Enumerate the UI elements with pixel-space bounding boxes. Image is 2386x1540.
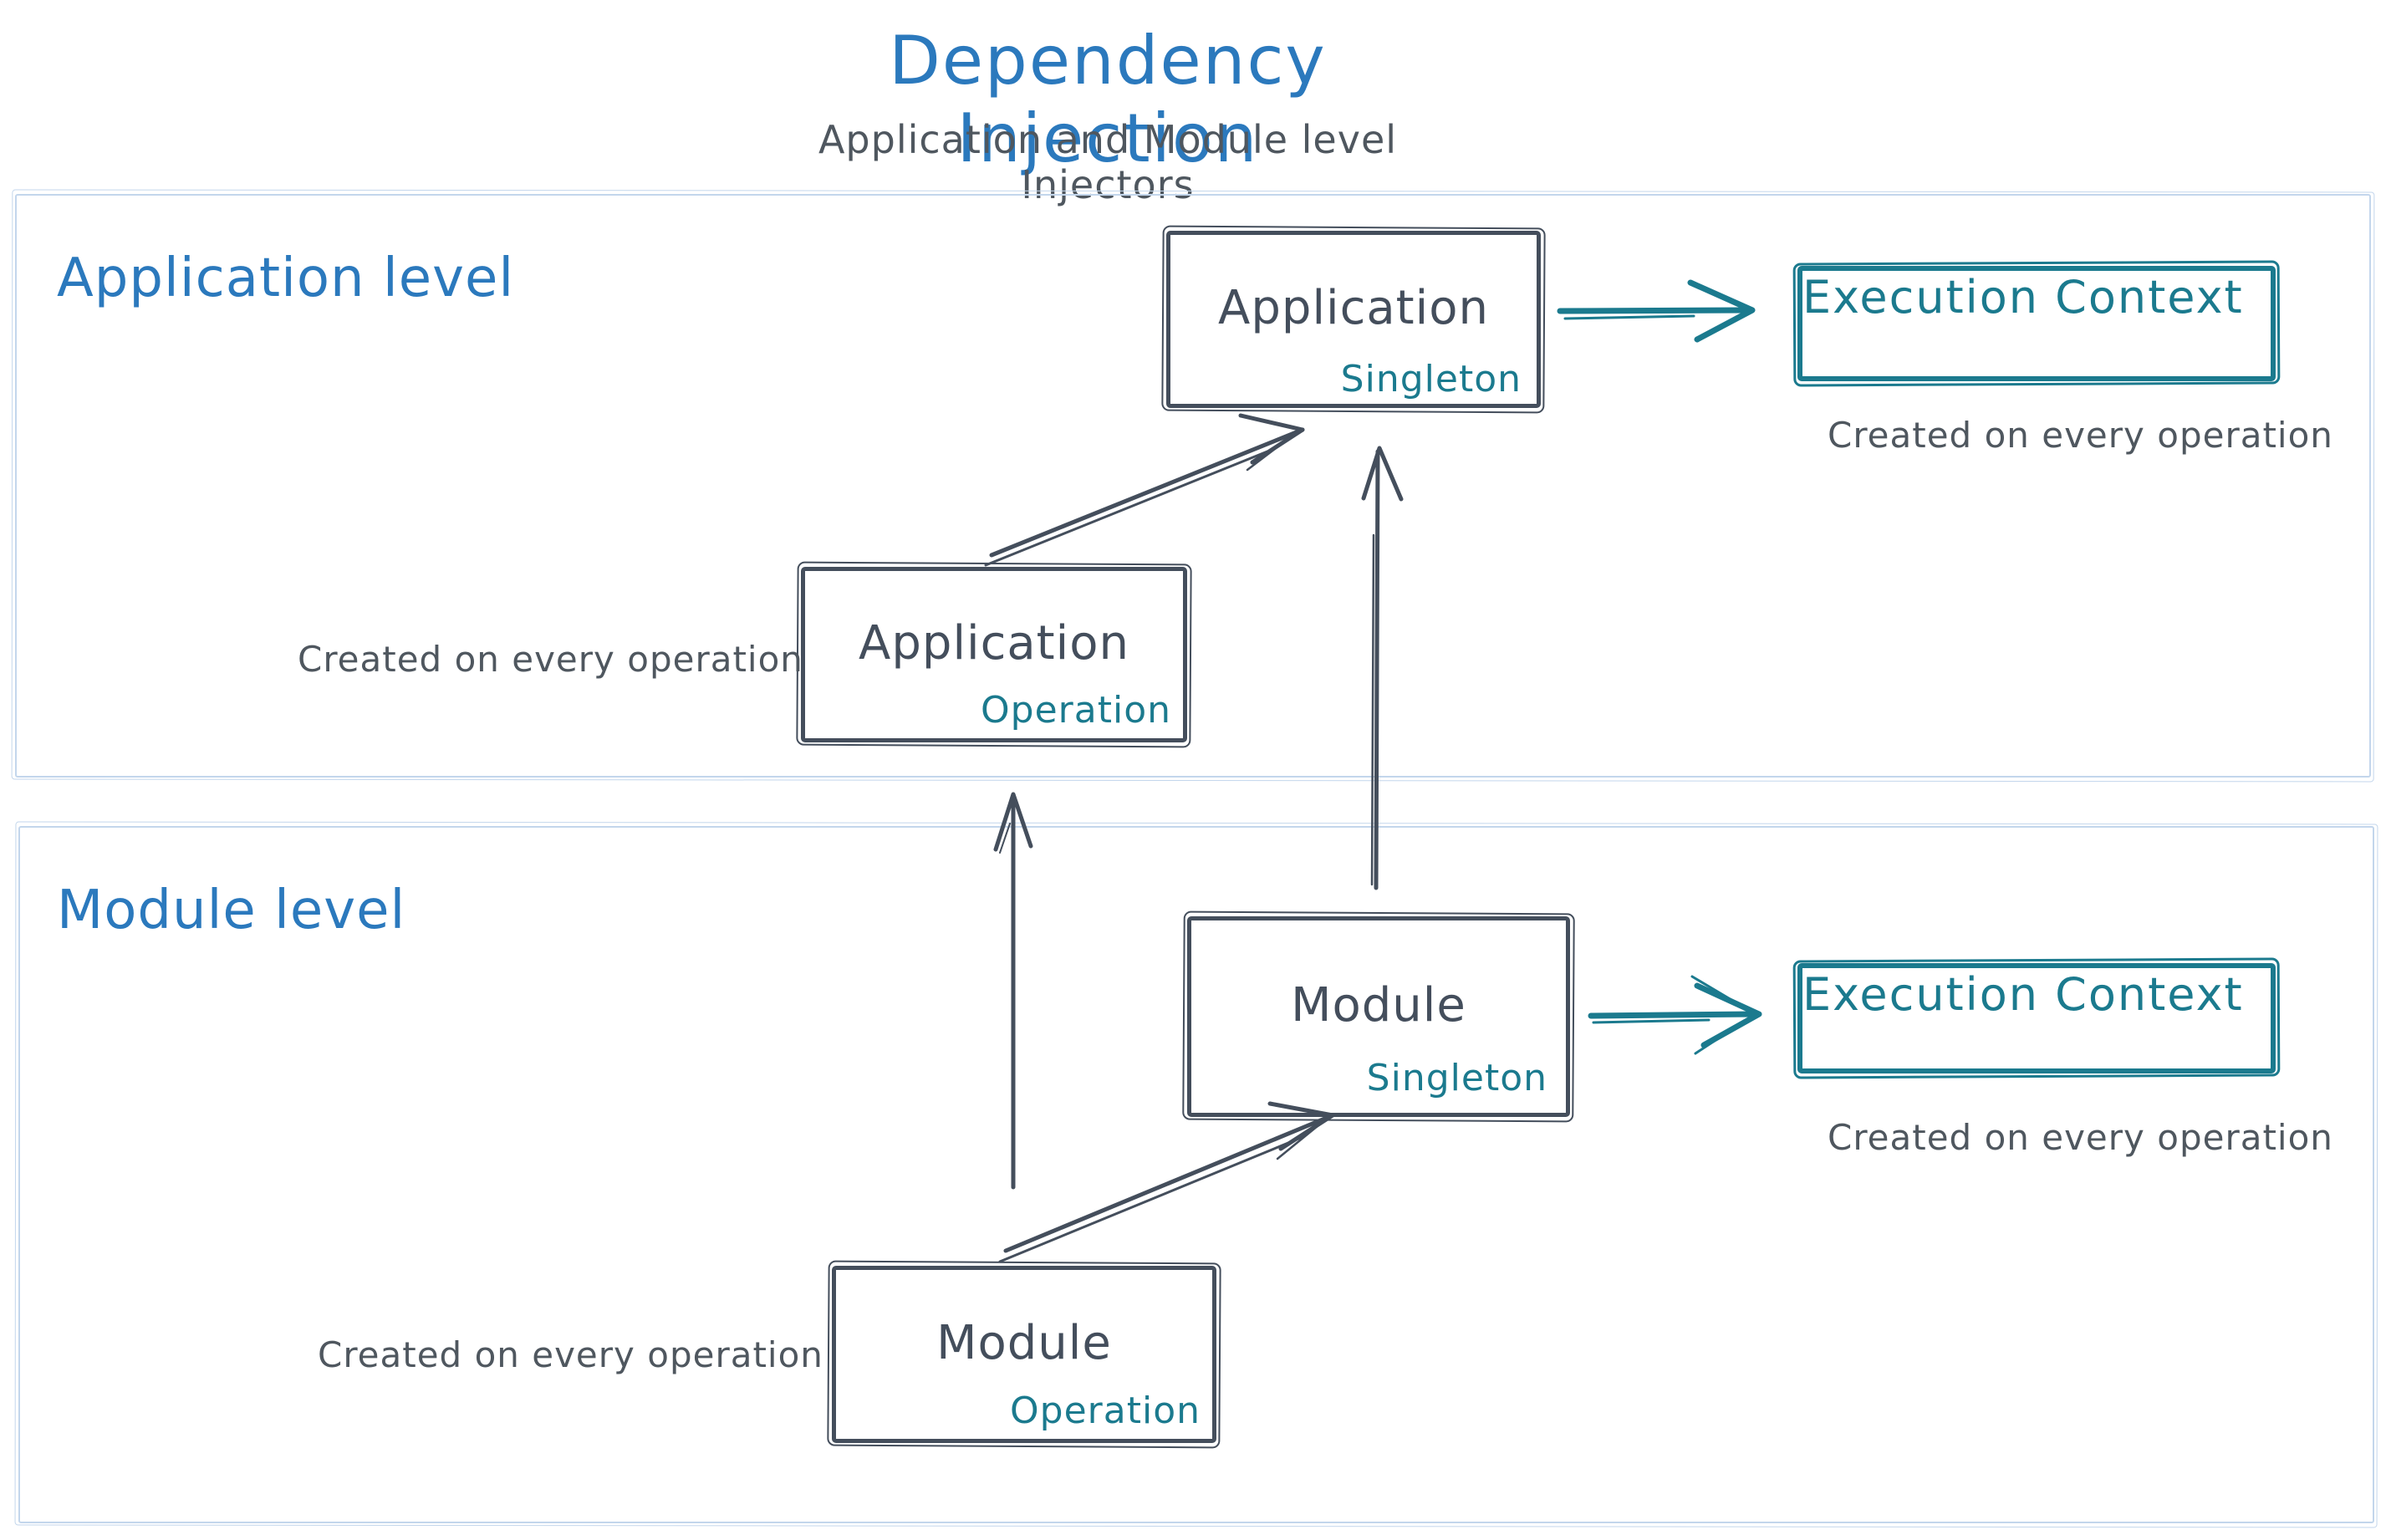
caption-app-operation-note: Created on every operation bbox=[298, 639, 803, 680]
caption-module-operation-note: Created on every operation bbox=[318, 1334, 823, 1375]
node-module-singleton: Module Singleton bbox=[1187, 916, 1570, 1117]
node-execution-context-module-label: Execution Context bbox=[1802, 968, 2244, 1021]
node-application-singleton-scope: Singleton bbox=[1340, 358, 1522, 400]
node-module-operation-scope: Operation bbox=[1010, 1390, 1201, 1432]
node-module-singleton-label: Module bbox=[1291, 977, 1466, 1033]
section-label-module-level: Module level bbox=[57, 880, 406, 941]
node-application-operation-label: Application bbox=[859, 615, 1129, 671]
caption-module-execution-note: Created on every operation bbox=[1828, 1117, 2333, 1158]
node-execution-context-module: Execution Context bbox=[1797, 963, 2276, 1073]
node-module-operation-label: Module bbox=[936, 1315, 1112, 1370]
node-application-singleton-label: Application bbox=[1218, 280, 1489, 335]
node-execution-context-application: Execution Context bbox=[1797, 266, 2276, 381]
section-module-level bbox=[18, 826, 2374, 1523]
section-label-application-level: Application level bbox=[57, 247, 515, 309]
node-application-singleton: Application Singleton bbox=[1166, 231, 1541, 408]
node-module-operation: Module Operation bbox=[832, 1266, 1216, 1443]
node-application-operation-scope: Operation bbox=[981, 689, 1171, 732]
caption-app-execution-note: Created on every operation bbox=[1828, 415, 2333, 456]
page-title: Dependency Injection bbox=[889, 22, 1327, 177]
node-application-operation: Application Operation bbox=[801, 567, 1187, 742]
node-execution-context-application-label: Execution Context bbox=[1802, 271, 2244, 324]
section-application-level bbox=[15, 194, 2371, 778]
node-module-singleton-scope: Singleton bbox=[1366, 1057, 1547, 1099]
